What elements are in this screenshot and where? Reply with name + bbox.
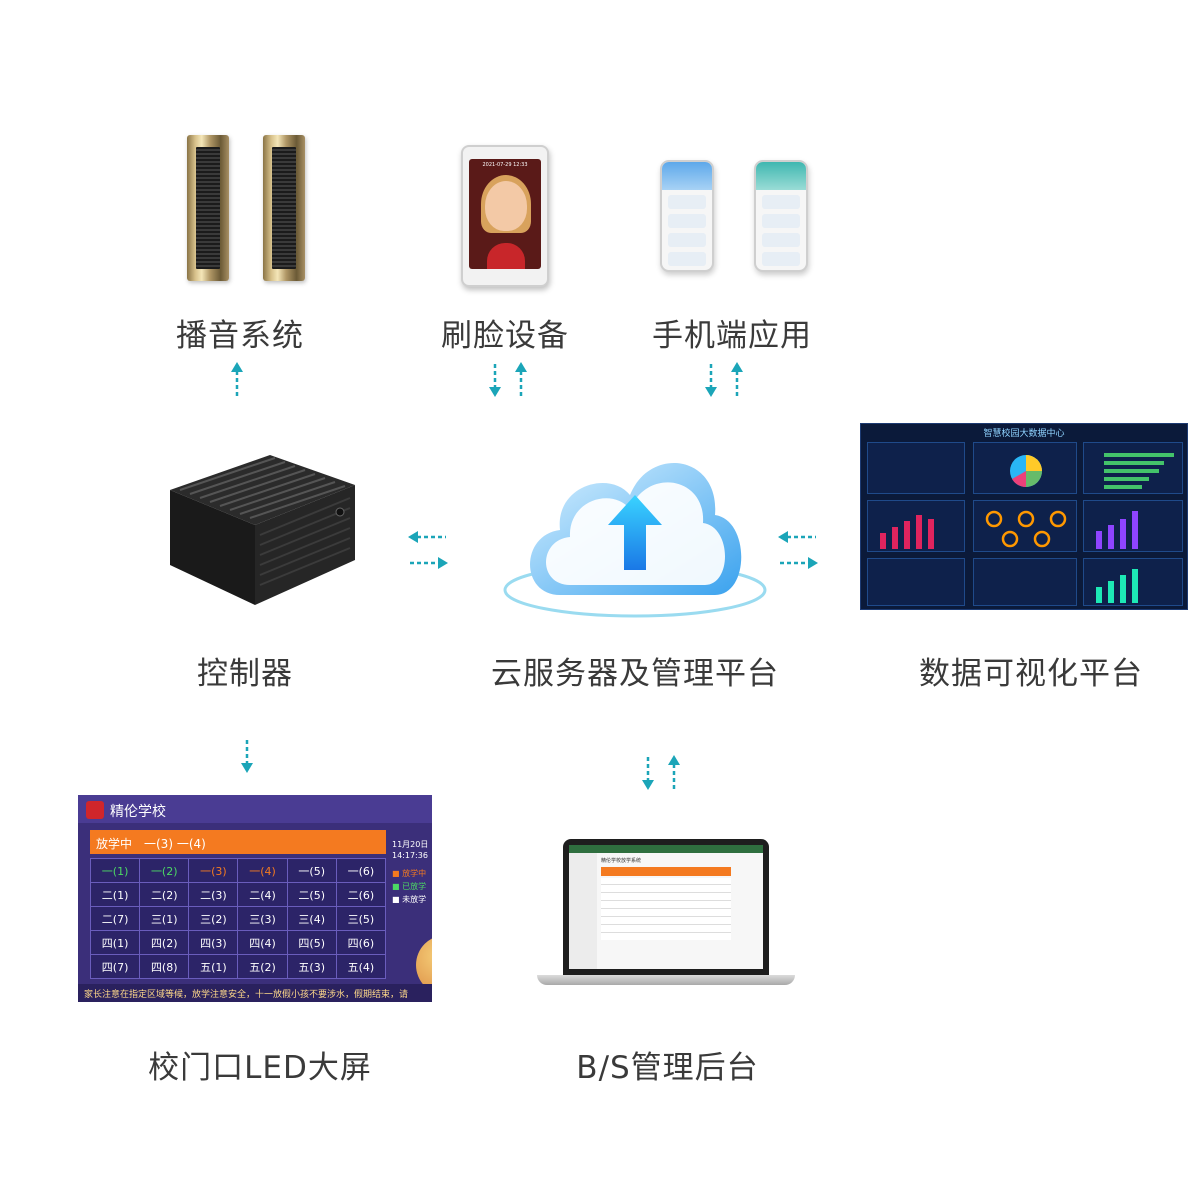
dataviz-pie (1010, 455, 1042, 488)
legend-left: 已放学 (402, 882, 427, 891)
legend-leaving: 放学中 (402, 869, 427, 878)
class-cell: 二(5) (286, 882, 337, 907)
arrow-up-broadcast (231, 362, 243, 396)
arrow-bidir-face (489, 362, 527, 397)
broadcast-label: 播音系统 (176, 318, 304, 354)
led-class-grid: 一(1) 一(2) 一(3) 一(4) 一(5) 一(6) 二(1) 二(2) … (89, 858, 387, 979)
class-cell: 一(1) (89, 858, 141, 883)
class-cell: 四(6) (335, 930, 387, 955)
arrow-bidir-controller-cloud (408, 531, 448, 569)
arrow-bidir-backend (642, 755, 680, 790)
class-cell: 一(2) (139, 858, 190, 883)
dataviz-dashboard: 智慧校园大数据中心 (860, 423, 1188, 610)
class-cell: 五(3) (286, 954, 337, 979)
led-status-bar: 放学中 一(3) 一(4) (90, 830, 386, 854)
backend-screen-title: 精伦学校放学系统 (601, 858, 642, 864)
dataviz-label: 数据可视化平台 (919, 656, 1143, 692)
class-cell: 四(7) (89, 954, 141, 979)
face-label: 刷脸设备 (441, 318, 569, 354)
cloud-label: 云服务器及管理平台 (491, 656, 779, 692)
class-cell: 三(3) (237, 906, 288, 931)
class-cell: 一(4) (237, 858, 288, 883)
phone-app-2 (754, 160, 808, 272)
class-cell: 三(2) (188, 906, 239, 931)
class-cell: 四(3) (188, 930, 239, 955)
controller-device (170, 455, 355, 605)
class-cell: 四(4) (237, 930, 288, 955)
phone-app-1 (660, 160, 714, 272)
class-cell: 四(1) (89, 930, 141, 955)
class-cell: 三(5) (335, 906, 387, 931)
class-cell: 五(1) (188, 954, 239, 979)
led-label: 校门口LED大屏 (148, 1050, 372, 1086)
led-legend: ■ 放学中 ■ 已放学 ■ 未放学 (392, 869, 427, 904)
school-logo-icon (86, 801, 104, 819)
class-cell: 一(3) (188, 858, 239, 883)
planet-decoration (416, 935, 432, 995)
class-cell: 四(8) (139, 954, 190, 979)
dataviz-hbars (1104, 453, 1174, 489)
class-cell: 二(2) (139, 882, 190, 907)
class-cell: 二(6) (335, 882, 387, 907)
dataviz-purple-bars (1096, 511, 1138, 549)
class-cell: 一(5) (286, 858, 337, 883)
class-cell: 四(2) (139, 930, 190, 955)
dataviz-title: 智慧校园大数据中心 (983, 429, 1065, 439)
cloud-server-icon (503, 462, 767, 618)
speaker-right (263, 135, 305, 281)
led-time: 14:17:36 (392, 851, 428, 860)
dataviz-rings (985, 510, 1067, 548)
class-cell: 二(4) (237, 882, 288, 907)
class-cell: 一(6) (335, 858, 387, 883)
legend-not-left: 未放学 (402, 895, 427, 904)
arrow-bidir-mobile (705, 362, 743, 397)
backend-label: B/S管理后台 (576, 1050, 759, 1086)
arrow-bidir-cloud-dataviz (778, 531, 818, 569)
laptop-screen: 精伦学校放学系统 (563, 839, 769, 975)
controller-label: 控制器 (197, 656, 293, 692)
dataviz-teal-bars (1096, 569, 1138, 603)
class-cell: 五(4) (335, 954, 387, 979)
class-cell: 二(7) (89, 906, 141, 931)
led-date: 11月20日 (392, 840, 429, 849)
led-ticker: 家长注意在指定区域等候，放学注意安全，十一放假小孩不要涉水，假期结束，请 (78, 984, 432, 1002)
led-screen: 精伦学校 放学中 一(3) 一(4) 一(1) 一(2) 一(3) 一(4) 一… (78, 795, 432, 1002)
class-cell: 四(5) (286, 930, 337, 955)
class-cell: 三(4) (286, 906, 337, 931)
class-cell: 五(2) (237, 954, 288, 979)
led-datetime: 11月20日 14:17:36 (392, 839, 428, 861)
class-cell: 三(1) (139, 906, 190, 931)
class-cell: 二(1) (89, 882, 141, 907)
face-device-time: 2021-07-29 12:33 (482, 162, 528, 168)
arrow-down-led (241, 740, 253, 773)
class-cell: 二(3) (188, 882, 239, 907)
mobile-label: 手机端应用 (652, 318, 812, 354)
laptop-base (537, 975, 795, 985)
speaker-left (187, 135, 229, 281)
face-recognition-device: 2021-07-29 12:33 (461, 145, 549, 287)
led-school-name: 精伦学校 (110, 804, 166, 820)
dataviz-red-bars (880, 515, 934, 549)
